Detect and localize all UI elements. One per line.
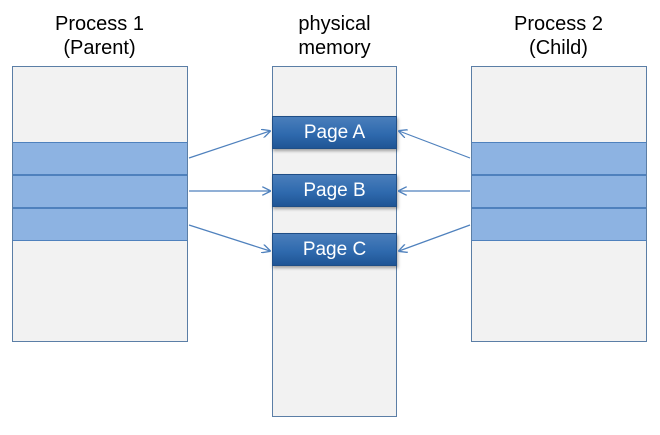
page-b: Page B [272,174,397,207]
process1-label: Process 1 (Parent) [12,12,187,60]
process2-label: Process 2 (Child) [471,12,646,60]
process2-page-entry-b [472,175,646,208]
process1-page-entry-b [13,175,187,208]
process2-title: Process 2 [514,13,603,35]
physical-memory-title: physical [298,13,371,35]
process2-memory [471,66,647,342]
process2-page-entry-a [472,142,646,175]
page-a: Page A [272,116,397,149]
physical-memory-subtitle: memory [298,37,371,59]
process1-page-entry-a [13,142,187,175]
process1-subtitle: (Parent) [63,37,136,59]
arrow-p2-to-page-a [399,131,471,159]
process1-title: Process 1 [55,13,144,35]
page-c: Page C [272,233,397,266]
process1-memory [12,66,188,342]
process1-page-entry-c [13,208,187,241]
process2-subtitle: (Child) [529,37,588,59]
process2-page-entry-c [472,208,646,241]
arrow-p1-to-page-c [188,224,270,251]
physical-memory-label: physical memory [247,12,422,60]
arrow-p2-to-page-c [399,224,471,251]
arrow-p1-to-page-a [188,131,270,159]
